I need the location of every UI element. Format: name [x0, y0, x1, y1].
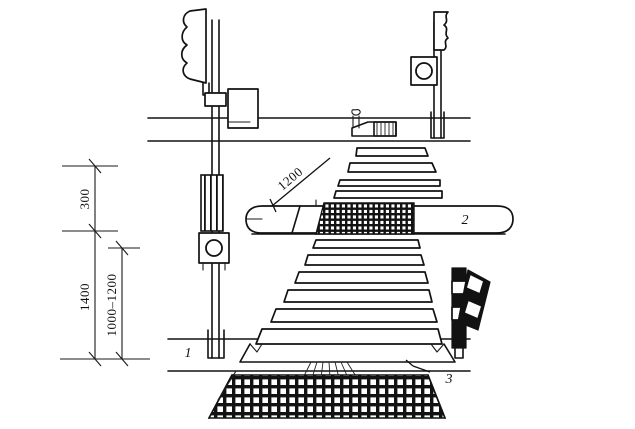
signal-pole-left: [180, 8, 259, 359]
guide-bollard: [451, 267, 491, 359]
sign-panel-left: [200, 174, 224, 232]
tactile-island: [315, 202, 415, 235]
dimension-1000-1200: 1000–1200: [104, 274, 119, 337]
control-box-left: [227, 88, 259, 129]
callout-2-label: 2: [462, 213, 469, 228]
push-button-right: [410, 56, 438, 86]
callout-1-label: 1: [185, 346, 192, 361]
dimension-1400: 1400: [77, 283, 92, 311]
traffic-signal-left-icon: [180, 8, 210, 96]
push-button-left: [198, 232, 230, 271]
callouts: 1 2 3: [185, 213, 469, 387]
median-island: [245, 199, 514, 235]
traffic-signal-right-icon: [433, 11, 449, 51]
zebra-crossing: [255, 239, 443, 345]
tactile-footway: [207, 370, 447, 419]
dimension-300: 300: [77, 189, 92, 210]
dimension-stack: 300 1400 1000–1200: [60, 158, 150, 367]
callout-3-label: 3: [445, 372, 453, 387]
zebra-stripes-far: [333, 147, 443, 199]
signal-pole-right: [410, 11, 449, 139]
near-kerb-ramp: [239, 343, 456, 379]
far-kerb-marker: [351, 109, 397, 137]
